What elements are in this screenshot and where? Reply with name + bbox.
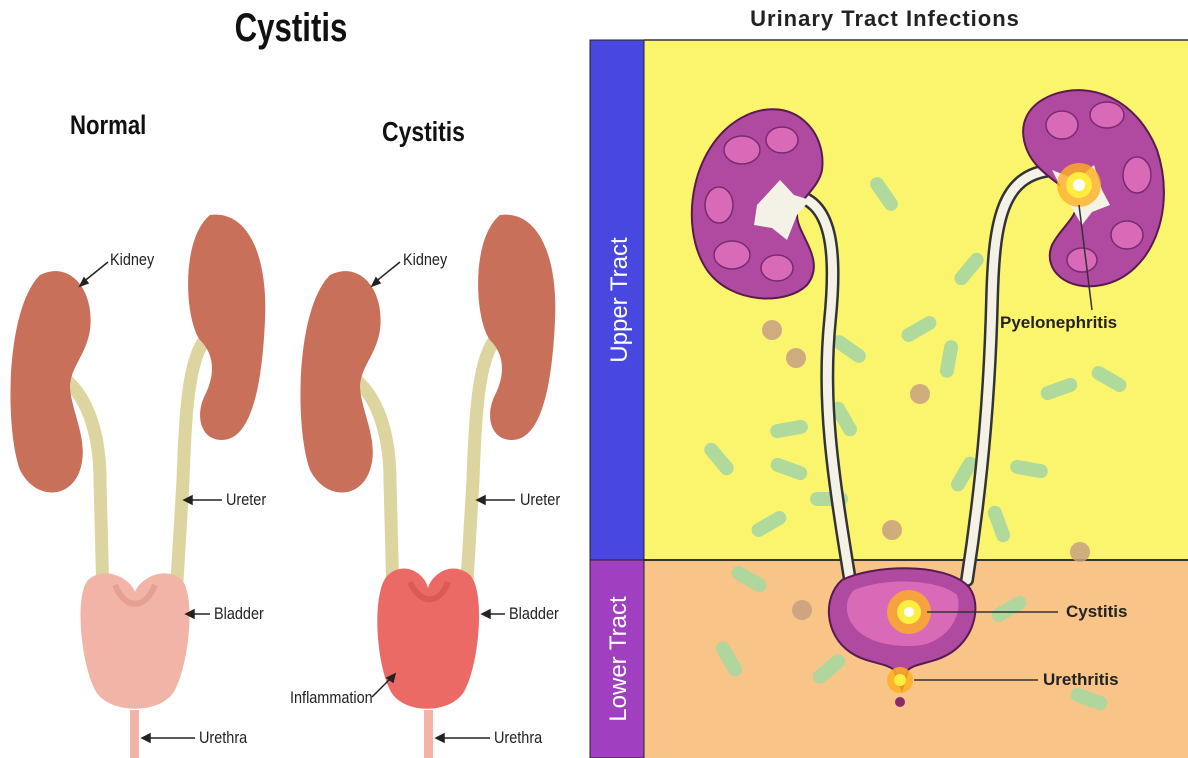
inflammation-label: Inflammation (290, 688, 373, 708)
cystitis-urethra (424, 710, 433, 758)
pyelonephritis-label: Pyelonephritis (1000, 313, 1117, 333)
cystitis-comparison-panel: Cystitis Normal Cystitis (0, 0, 582, 758)
cystitis-bladder-label: Bladder (509, 604, 559, 624)
normal-urethra-label: Urethra (199, 728, 247, 748)
cystitis-burst-icon (887, 590, 931, 634)
cystitis-illustration (0, 0, 582, 758)
normal-ureter-label: Ureter (226, 490, 266, 510)
cystitis-urinary-system (300, 215, 555, 758)
urethritis-label: Urethritis (1043, 670, 1119, 690)
cystitis-right-kidney (478, 215, 555, 440)
cystitis-ureter-label: Ureter (520, 490, 560, 510)
upper-tract-label: Upper Tract (606, 200, 634, 400)
normal-right-kidney (188, 215, 265, 440)
normal-left-kidney (10, 271, 90, 492)
lower-tract-label: Lower Tract (605, 579, 633, 739)
uti-panel: Urinary Tract Infections (582, 0, 1188, 758)
cystitis-right-ureter (466, 340, 495, 598)
cystitis-kidney-label: Kidney (403, 250, 447, 270)
cystitis-left-kidney (300, 271, 380, 492)
cystitis-urethra-label: Urethra (494, 728, 542, 748)
normal-bladder (81, 573, 190, 708)
normal-kidney-label: Kidney (110, 250, 154, 270)
uti-illustration (582, 0, 1188, 758)
normal-bladder-label: Bladder (214, 604, 264, 624)
cystitis-inflamed-bladder (377, 569, 479, 709)
normal-right-ureter (176, 340, 205, 598)
urethritis-burst-icon (887, 667, 913, 693)
cystitis-label: Cystitis (1066, 602, 1127, 622)
normal-urinary-system (10, 215, 265, 758)
pyelonephritis-burst-icon (1057, 163, 1101, 207)
normal-urethra (130, 710, 139, 758)
